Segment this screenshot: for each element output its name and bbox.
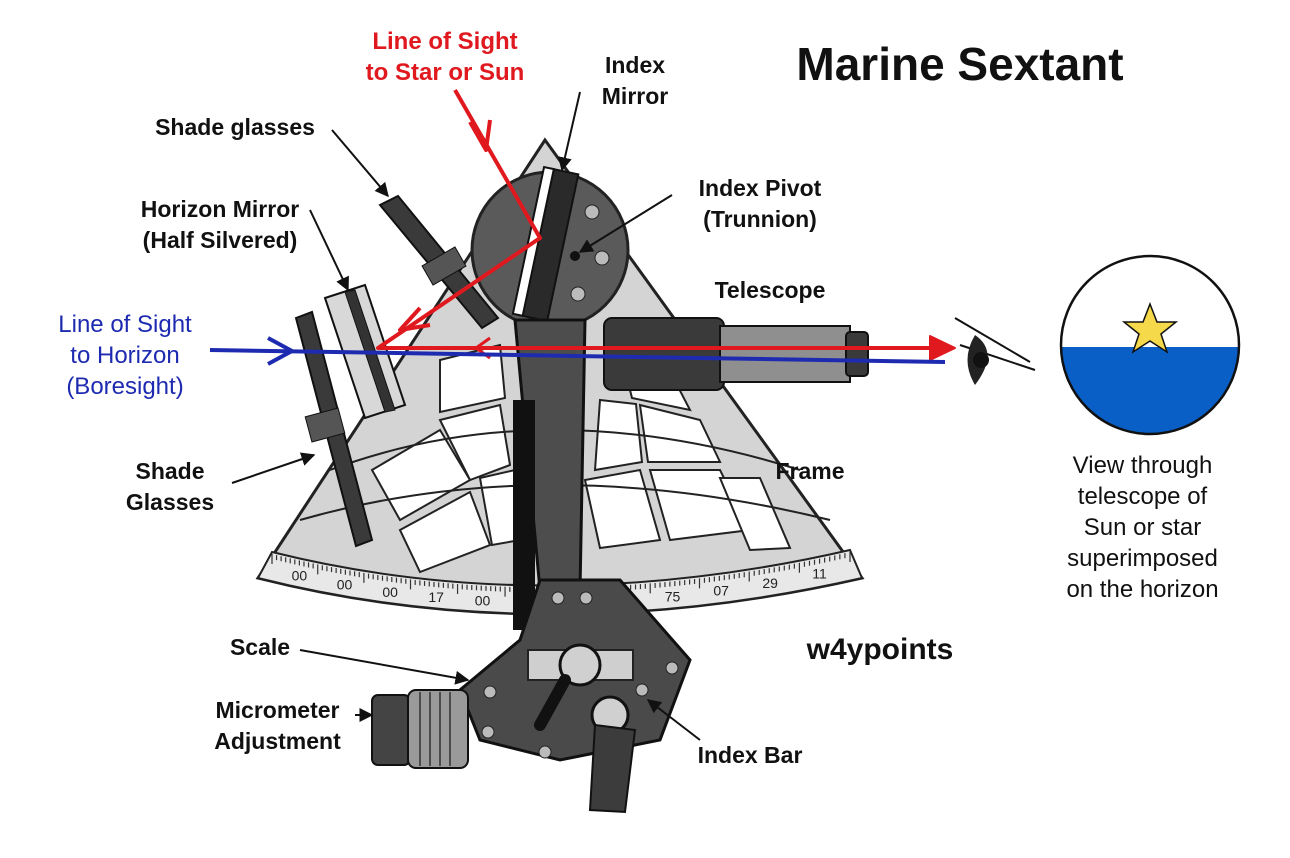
scale-tick-label: 00 [337,577,353,593]
line-of-sight-horizon-label: Line of Sight to Horizon (Boresight) [58,311,192,400]
scale-tick-label: 00 [382,584,398,600]
page-title: Marine Sextant [796,38,1124,90]
shade-glasses-top-label: Shade glasses [155,114,315,140]
scale-arc [256,548,864,615]
scale-tick-label: 17 [428,589,444,605]
micrometer-label: Micrometer Adjustment [214,697,341,754]
star-icon [1121,301,1179,354]
index-mirror-assembly [470,165,630,330]
scale-tick-label: 00 [292,567,308,583]
scale-label: Scale [229,634,291,660]
watermark-text: w4ypoints [806,633,954,666]
index-bar [458,318,692,814]
telescope [603,317,869,391]
telescope-view-caption: View through telescope of Sun or star su… [1066,452,1219,603]
index-mirror-label: Index Mirror [601,52,669,109]
scale-tick-label: 75 [665,588,681,604]
star-ray [376,89,956,361]
shade-glasses-left [294,310,374,548]
horizon-ray [209,336,946,366]
scale-tick-label: 00 [475,593,491,609]
index-pivot-label: Index Pivot (Trunnion) [698,175,822,232]
index-bar-label: Index Bar [697,742,803,768]
scale-tick-label: 07 [713,583,729,599]
leader-lines [231,91,701,741]
shade-glasses-top [378,194,500,330]
horizon-mirror-label: Horizon Mirror (Half Silvered) [140,196,300,253]
telescope-label: Telescope [714,277,826,303]
eye-icon [954,317,1036,385]
scale-tick-label: 29 [762,575,778,591]
shade-glasses-left-label: Shade Glasses [125,458,215,515]
micrometer-adjustment [371,689,469,769]
frame-label: Frame [775,458,845,484]
telescope-view [1059,254,1241,436]
line-of-sight-star-label: Line of Sight to Star or Sun [365,28,525,86]
scale-tick-label: 11 [812,566,827,582]
